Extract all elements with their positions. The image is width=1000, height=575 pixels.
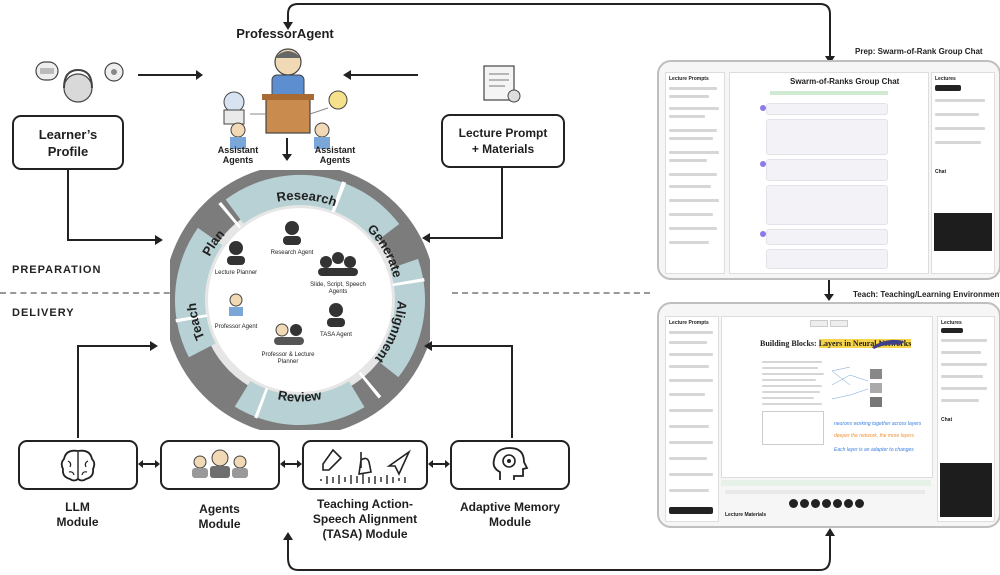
arrow-prompt-to-cycle <box>422 168 503 243</box>
llm-module-box <box>18 440 138 490</box>
tasa-icons <box>320 448 411 484</box>
lecture-prompt-box: Lecture Prompt + Materials <box>441 114 565 168</box>
learners-profile-box: Learner’s Profile <box>12 115 124 170</box>
arrow-prompt-to-professor <box>343 70 418 80</box>
professor-agent-cycle-label: Professor Agent <box>215 324 258 330</box>
prep-chat-panel: Swarm-of-Ranks Group Chat <box>729 72 929 274</box>
arrow-memory-to-cycle <box>424 341 513 438</box>
control-button-6[interactable] <box>844 499 853 508</box>
prep-screen: Lecture Prompts Swarm-of-Ranks Group Cha… <box>657 60 1000 280</box>
prep-left-panel: Lecture Prompts <box>665 72 725 274</box>
arrow-llm-to-cycle <box>77 341 158 438</box>
divider-right <box>452 292 650 294</box>
control-button-4[interactable] <box>822 499 831 508</box>
lecture-planner-icon <box>227 241 245 265</box>
assistant-agents-right-label: Assistant Agents <box>314 145 356 165</box>
teach-left-title: Lecture Prompts <box>669 320 709 326</box>
llm-module-label: LLM Module <box>56 500 99 529</box>
arrow-profile-to-cycle <box>67 170 163 245</box>
memory-module-box <box>450 440 570 490</box>
agents-module-label: Agents Module <box>198 502 241 531</box>
tasa-agent-icon <box>327 303 345 327</box>
prep-left-title: Lecture Prompts <box>669 76 709 82</box>
tasa-agent-label: TASA Agent <box>320 332 352 338</box>
memory-module-label: Adaptive Memory Module <box>459 500 561 529</box>
teach-left-panel: Lecture Prompts <box>665 316 719 522</box>
handwriting-1: neurons working together across layers <box>834 421 922 427</box>
arrow-bottom-loop <box>283 528 835 571</box>
content-agents-icon <box>318 252 358 276</box>
slide-title: Building Blocks: Layers in Neural Networ… <box>760 339 912 348</box>
teach-right-panel: Lectures Chat <box>937 316 995 522</box>
arrow-llm-agents <box>138 460 160 468</box>
pen-icon <box>322 448 343 471</box>
professor-agent-title: ProfessorAgent <box>236 26 334 41</box>
professor-agent-illustration <box>223 48 348 149</box>
send-icon <box>386 449 411 476</box>
tasa-module-label: Teaching Action- Speech Alignment (TASA)… <box>312 497 418 541</box>
professor-agent-cycle-icon <box>229 293 243 316</box>
teach-screen: Lecture Prompts Building Blocks: Layers … <box>657 302 1000 528</box>
control-button-2[interactable] <box>800 499 809 508</box>
agents-module-box <box>160 440 280 490</box>
assistant-agents-left-label: Assistant Agents <box>217 145 259 165</box>
research-agent-label: Research Agent <box>271 250 314 256</box>
waveform-icon <box>320 474 406 484</box>
control-button-5[interactable] <box>833 499 842 508</box>
teach-chat-title: Chat <box>941 417 953 423</box>
control-button-1[interactable] <box>789 499 798 508</box>
arrow-learner-to-professor <box>138 70 203 80</box>
teach-right-title: Lectures <box>941 320 962 326</box>
prep-window-title: Swarm-of-Ranks Group Chat <box>790 77 900 86</box>
neural-network-figure <box>831 366 882 407</box>
arrow-professor-down <box>282 138 292 161</box>
segment-review-label: Review <box>277 387 323 404</box>
content-agents-label-2: Agents <box>329 289 348 295</box>
prep-chat-title: Chat <box>935 169 947 175</box>
head-gear-icon <box>492 447 529 480</box>
professor-planner-icon <box>274 323 304 345</box>
tasa-module-box <box>302 440 428 490</box>
lecture-planner-label: Lecture Planner <box>215 270 257 276</box>
agents-group-icon <box>192 449 248 478</box>
learner-illustration <box>35 61 124 103</box>
scroll-document-icon <box>483 65 521 103</box>
control-button-3[interactable] <box>811 499 820 508</box>
research-agent-icon <box>283 221 301 245</box>
control-button-7[interactable] <box>855 499 864 508</box>
handwriting-2: deeper the network, the more layers <box>834 433 915 439</box>
prep-right-title: Lectures <box>935 76 956 82</box>
lecture-materials-title: Lecture Materials <box>725 512 767 518</box>
hand-pointer-icon <box>358 452 372 475</box>
cycle-diagram: Research Generate Alignment Review Teach… <box>170 170 430 430</box>
prep-right-panel: Lectures Chat <box>931 72 995 274</box>
professor-planner-label-2: Planner <box>278 359 299 365</box>
delivery-label: DELIVERY <box>12 307 75 319</box>
arrow-tasa-memory <box>428 460 450 468</box>
arrow-agents-tasa <box>280 460 302 468</box>
content-agents-label-1: Slide, Script, Speech <box>310 282 366 288</box>
professor-planner-label-1: Professor & Lecture <box>261 352 315 358</box>
preparation-label: PREPARATION <box>12 264 102 276</box>
slide-title-highlight: Layers in Neural Networks <box>818 339 912 348</box>
teach-slide-panel: Building Blocks: Layers in Neural Networ… <box>721 316 933 478</box>
pen-stylus-icon <box>872 339 904 349</box>
brain-icon <box>60 449 96 482</box>
teach-screen-caption: Teach: Teaching/Learning Environment <box>853 290 1000 299</box>
handwriting-3: Each layer is an adapter to changes <box>834 447 914 453</box>
prep-screen-caption: Prep: Swarm-of-Rank Group Chat <box>855 47 983 56</box>
divider-left <box>0 292 180 294</box>
